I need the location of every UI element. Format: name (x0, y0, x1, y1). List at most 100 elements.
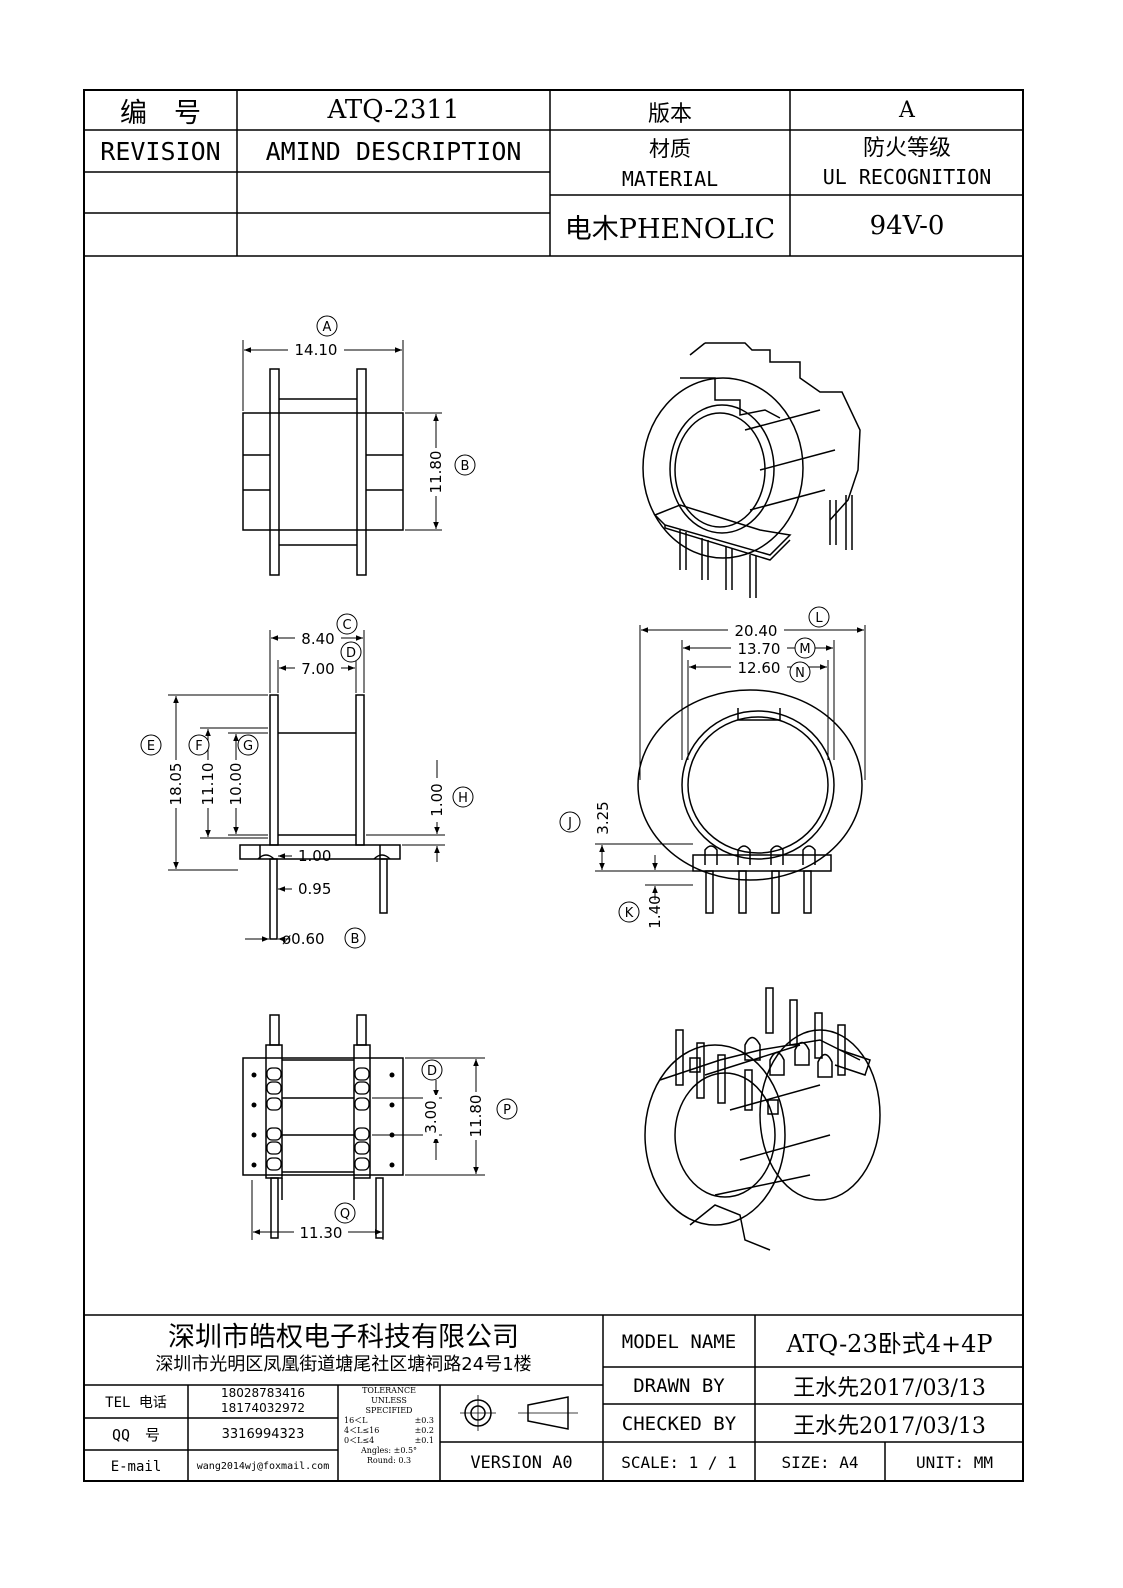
dim-a-letter: A (323, 320, 332, 335)
dim-b-letter: B (461, 459, 470, 474)
pin-pads (266, 1067, 370, 1171)
dim-n-value: 12.60 (738, 659, 781, 677)
tolerance-title-3: SPECIFIED (365, 1406, 413, 1415)
dim-P: 11.80 P (467, 1092, 518, 1140)
material-label-cn: 材质 (649, 137, 691, 161)
dim-f-letter: F (195, 739, 202, 754)
dim-F: 11.10 F (188, 734, 217, 808)
ul-label-cn: 防火等级 (862, 136, 951, 161)
version-label: 版本 (647, 102, 692, 127)
number-label: 编 号 (120, 97, 201, 129)
dim-E: 18.05 E (140, 734, 185, 808)
projection-symbol (460, 1395, 578, 1431)
drawn-by-value: 王水先2017/03/13 (793, 1376, 986, 1401)
amind-description-label: AMIND DESCRIPTION (265, 137, 522, 166)
email-value: wang2014wj@foxmail.com (196, 1461, 330, 1472)
dim-p-value: 11.80 (467, 1095, 485, 1138)
material-value: 电木PHENOLIC (564, 213, 776, 245)
dim-pin-diameter: ø0.60 B (282, 927, 366, 949)
dim-m-letter: M (799, 642, 810, 657)
dim-A: 14.10 A (288, 315, 344, 359)
dim-j-value: 3.25 (594, 801, 612, 834)
dim-G: 10.00 G (227, 734, 259, 808)
ul-label-en: UL RECOGNITION (822, 165, 992, 189)
tel-number-1: 18028783416 (221, 1386, 305, 1400)
tel-label: TEL 电话 (105, 1395, 167, 1411)
email-label: E-mail (110, 1458, 162, 1475)
dim-N: 12.60 N (731, 659, 811, 683)
model-name-label: MODEL NAME (621, 1330, 737, 1353)
tolerance-title-1: TOLERANCE (362, 1386, 416, 1395)
dim-L: 20.40 L (728, 606, 830, 640)
pin-dots (251, 1072, 395, 1168)
tolerance-title-2: UNLESS (371, 1396, 407, 1405)
dim-B: 11.80 B (427, 448, 476, 496)
view-isometric-top (642, 342, 861, 598)
unit-label: UNIT: MM (915, 1453, 994, 1472)
dim-n-letter: N (795, 666, 805, 681)
tol-value-3: ±0.1 (414, 1436, 434, 1445)
size-label: SIZE: A4 (781, 1453, 859, 1472)
dim-pin-height: 1.00 (298, 847, 331, 865)
tol-value-2: ±0.2 (414, 1426, 434, 1435)
dim-l-value: 20.40 (735, 622, 778, 640)
company-address: 深圳市光明区凤凰街道塘尾社区塘祠路24号1楼 (155, 1354, 532, 1375)
dim-H: 1.00 H (428, 778, 474, 822)
version-a0-label: VERSION A0 (470, 1452, 573, 1473)
tolerance-block: TOLERANCE UNLESS SPECIFIED 16＜L ±0.3 4＜L… (338, 1386, 440, 1482)
dim-pin-width: 0.95 (298, 880, 331, 898)
dim-j-letter: J (567, 816, 572, 831)
drawing-frame (83, 89, 1024, 1482)
version-value: A (899, 97, 915, 123)
dim-K: 1.40 K (618, 895, 664, 929)
dim-M: 13.70 M (731, 637, 816, 659)
tolerance-angles: Angles: ±0.5° (360, 1446, 418, 1455)
company-name: 深圳市皓权电子科技有限公司 (168, 1321, 519, 1353)
dim-l-letter: L (815, 611, 823, 626)
dim-D: 7.00 D (295, 641, 362, 678)
header-grid (83, 89, 1024, 257)
tol-range-2: 4＜L≤16 (344, 1426, 380, 1435)
dim-h-value: 1.00 (428, 783, 446, 816)
dim-e-letter: E (147, 739, 155, 754)
dim-d-value: 7.00 (301, 660, 334, 678)
dim-O: 3.00 D (421, 1059, 443, 1139)
scale-label: SCALE: 1 / 1 (621, 1453, 737, 1472)
checked-by-value: 王水先2017/03/13 (793, 1413, 986, 1439)
revision-label: REVISION (100, 137, 221, 166)
dim-q-letter: Q (340, 1207, 350, 1222)
dim-k-value: 1.40 (646, 895, 664, 928)
qq-value: 3316994323 (221, 1427, 305, 1442)
model-name-value: ATQ-23卧式4+4P (786, 1330, 993, 1358)
dim-C: 8.40 C (295, 613, 358, 648)
tol-range-1: 16＜L (344, 1416, 368, 1425)
dim-d-letter: D (346, 646, 356, 661)
tel-number-2: 18174032972 (221, 1401, 305, 1415)
qq-label: QQ 号 (111, 1426, 161, 1444)
dim-k-letter: K (625, 906, 634, 921)
dim-m-value: 13.70 (738, 640, 781, 658)
dim-pin-diameter-value: ø0.60 (282, 930, 325, 948)
view-front-bobbin (637, 689, 863, 914)
dim-pin-diameter-letter: B (351, 932, 360, 947)
ul-value: 94V-0 (869, 211, 945, 241)
dim-o-letter: D (427, 1064, 437, 1079)
tol-range-3: 0＜L≤4 (344, 1436, 375, 1445)
view-isometric-bottom (644, 987, 881, 1251)
dim-b-value: 11.80 (427, 451, 445, 494)
drawing-area: 14.10 A 11.80 B (140, 315, 881, 1251)
dim-q-value: 11.30 (300, 1224, 343, 1242)
dim-p-letter: P (503, 1103, 511, 1118)
dim-J: 3.25 J (559, 801, 612, 835)
dim-e-value: 18.05 (167, 763, 185, 806)
dim-g-value: 10.00 (227, 763, 245, 806)
dim-Q: 11.30 Q (294, 1202, 356, 1242)
view-side-bobbin (239, 694, 401, 940)
dim-g-letter: G (243, 739, 253, 754)
dim-o-value: 3.00 (422, 1100, 440, 1133)
dim-f-value: 11.10 (199, 763, 217, 806)
tol-value-1: ±0.3 (414, 1416, 434, 1425)
view-top-bobbin (242, 340, 442, 576)
dim-a-value: 14.10 (295, 341, 338, 359)
